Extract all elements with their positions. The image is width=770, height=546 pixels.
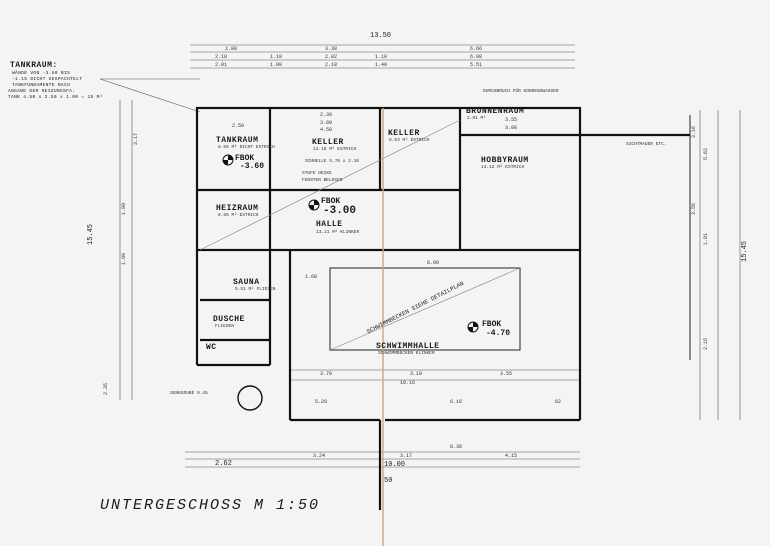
- dim-lower: 6.16: [450, 399, 463, 405]
- room-tankraum: TANKRAUM: [216, 136, 259, 145]
- dim-lower: 5.20: [315, 399, 328, 405]
- dim-top: 2.88: [225, 46, 238, 52]
- dim-top: 2.18: [325, 62, 338, 68]
- level-value: -4.70: [486, 329, 511, 338]
- dim-bottom-total: 10.00: [384, 461, 406, 469]
- dim-top: 2.18: [215, 54, 228, 60]
- dim-left: 2.35: [103, 382, 109, 395]
- room-schwimmhalle-info: SCHWIMMBECKEN KLINKER: [378, 351, 435, 356]
- dim-interior: 3.00: [320, 120, 333, 126]
- dim-interior: 4.50: [320, 127, 333, 133]
- dim-top-total: 13.50: [370, 32, 392, 40]
- room-halle-info: 13.21 M² KLINKER: [316, 230, 360, 235]
- tank-note-line: -1.15 DICHT GESPACHTELT: [12, 77, 83, 82]
- dim-left: 1.00: [121, 252, 127, 265]
- stufe-note: STUFE DECKE: [302, 171, 332, 176]
- drawing-title: UNTERGESCHOSS M 1:50: [100, 497, 321, 514]
- dim-hall: 3.55: [500, 371, 513, 377]
- tank-note-line: ANGABE DER HEIZUNGSFA.: [8, 89, 76, 94]
- dim-inner-bottom: 8.36: [450, 444, 463, 450]
- room-dusche-info: FLIESEN: [215, 324, 234, 329]
- dim-side-left: 15.45: [87, 223, 95, 245]
- dim-right: 1.81: [703, 232, 709, 245]
- room-keller-1-info: 13.16 M² ESTRICH: [313, 147, 357, 152]
- dim-interior: 2.50: [232, 123, 245, 129]
- room-hobbyraum: HOBBYRAUM: [481, 156, 529, 165]
- dim-top: 2.82: [325, 54, 338, 60]
- dim-right: 5.62: [703, 147, 709, 160]
- level-value: -3.60: [240, 162, 265, 171]
- room-tankraum-info: 8.56 M² DICHT ESTRICH: [218, 145, 275, 150]
- dim-right: 2.15: [703, 337, 709, 350]
- room-sauna: SAUNA: [233, 278, 260, 287]
- dim-top: 1.00: [270, 62, 283, 68]
- dim-hall: 3.70: [320, 371, 333, 377]
- room-heizraum: HEIZRAUM: [216, 204, 259, 213]
- dim-side-right: 15.45: [741, 240, 749, 262]
- dim-top: 6.66: [470, 46, 483, 52]
- room-brunnenraum-info: 2.91 M²: [467, 116, 486, 121]
- dim-hall: 3.10: [410, 371, 423, 377]
- dim-top: 6.08: [470, 54, 483, 60]
- dim-bottom: 3.17: [400, 453, 413, 459]
- walls: [195, 106, 690, 510]
- senkgrube-circle: [237, 385, 263, 411]
- dim-pool-width: 8.00: [427, 260, 440, 266]
- pool-diagonal: [329, 267, 521, 351]
- tank-note-heading: TANKRAUM:: [10, 61, 58, 70]
- dim-bottom-small: 50: [384, 477, 393, 485]
- dim-interior: 2.30: [320, 112, 333, 118]
- level-value: -3.00: [323, 205, 357, 217]
- room-keller-1: KELLER: [312, 138, 344, 147]
- room-heizraum-info: 8.56 M² ESTRICH: [218, 213, 259, 218]
- dim-top: 5.51: [470, 62, 483, 68]
- dim-bottom: 3.24: [313, 453, 326, 459]
- dim-top: 3.38: [325, 46, 338, 52]
- room-sauna-info: 5.51 M² FLIESEN: [235, 287, 276, 292]
- sichtmauer-note: SICHTMAUER ETC.: [626, 142, 667, 147]
- dim-left: 1.90: [121, 202, 127, 215]
- paper-fold: [382, 108, 384, 546]
- level-marker-icons: [222, 154, 479, 333]
- dim-right: 3.56: [691, 202, 697, 215]
- room-wc: WC: [206, 343, 217, 352]
- room-schwimmhalle: SCHWIMMHALLE: [376, 342, 440, 351]
- dim-left: 3.17: [133, 132, 139, 145]
- tank-note-line: WÄNDE VON -3.60 BIS: [12, 71, 71, 76]
- room-dusche: DUSCHE: [213, 315, 245, 324]
- dim-pool-side: 1.60: [305, 274, 318, 280]
- dim-top: 1.40: [375, 62, 388, 68]
- level-label: FBOK: [235, 154, 255, 163]
- room-halle: HALLE: [316, 220, 343, 229]
- dim-top: 1.10: [270, 54, 283, 60]
- senkgrube-note: SENKGRUBE 0.45: [170, 391, 208, 396]
- fenster-note: FENSTER BELEGEN: [302, 178, 343, 183]
- level-label: FBOK: [321, 197, 341, 206]
- dim-top: 2.01: [215, 62, 228, 68]
- durchbruch-note: DURCHBRUCH FÜR KONDENSWASSER: [483, 89, 559, 94]
- dim-top: 1.10: [375, 54, 388, 60]
- dim-interior: 3.55: [505, 117, 518, 123]
- dim-interior: 3.00: [505, 125, 518, 131]
- dim-bottom: 2.62: [215, 460, 232, 468]
- room-keller-2: KELLER: [388, 129, 420, 138]
- dim-hall-total: 10.16: [400, 380, 416, 386]
- room-brunnenraum: BRUNNENRAUM: [466, 107, 525, 116]
- dim-bottom: 4.15: [505, 453, 518, 459]
- tank-note-line: TANKFUNDAMENTE NACH: [12, 83, 71, 88]
- level-label: FBOK: [482, 320, 502, 329]
- dim-lower: 62: [555, 399, 562, 405]
- pool-outline: [329, 267, 521, 351]
- tank-note-line: TANK 4.50 x 2.50 x 1.00 = 15 M³: [8, 95, 103, 100]
- room-keller-2-info: 8.53 M² ESTRICH: [389, 138, 430, 143]
- room-hobbyraum-info: 14.12 M² ESTRICH: [481, 165, 525, 170]
- schnelle-note: SCHNELLE 5.76 x 2.16: [305, 159, 360, 164]
- dim-right: 3.16: [691, 125, 697, 138]
